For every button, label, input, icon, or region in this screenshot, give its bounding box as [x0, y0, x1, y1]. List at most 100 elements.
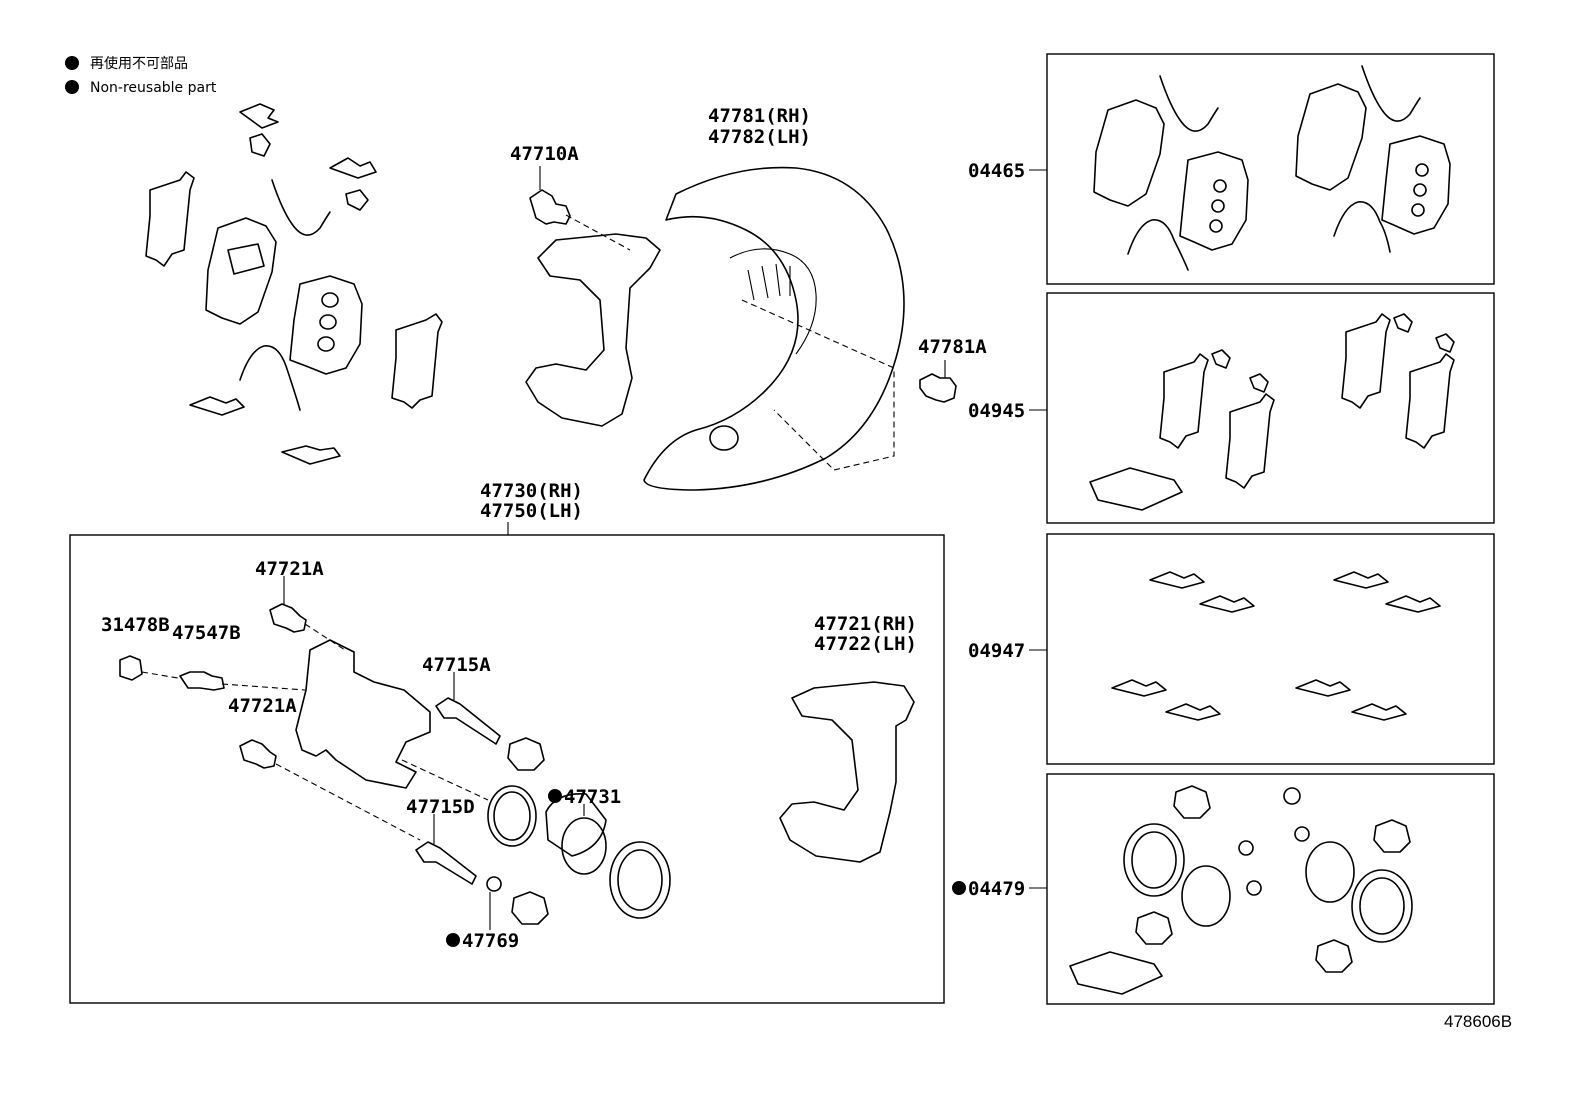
pad-hole: [317, 336, 335, 352]
kit-number-label: 04479: [968, 878, 1025, 900]
dust-shield-hole: [709, 425, 739, 451]
bleeder-plug: [179, 671, 225, 691]
non-reusable-marker-icon: [446, 933, 460, 947]
brake-pad: [289, 275, 363, 375]
part-number-label: 47715A: [422, 654, 491, 676]
anti-squeal-shim: [1405, 353, 1455, 449]
anti-squeal-shim: [1341, 313, 1391, 409]
pad-clip: [1385, 595, 1441, 613]
dust-shield: [643, 166, 905, 491]
kit-box: [1046, 292, 1495, 524]
piston-seal: [487, 785, 537, 847]
kit-04947: 04947: [968, 533, 1495, 765]
cylinder-boot: [609, 841, 671, 919]
part-number-label: 47721A: [228, 695, 297, 717]
pad-clip: [1111, 679, 1167, 697]
part-number-label: 47547B: [172, 622, 241, 644]
bushing: [1238, 840, 1254, 856]
anti-squeal-spring: [1159, 75, 1219, 132]
pad-clip: [1393, 313, 1413, 333]
diagram-reference-number: 478606B: [1444, 1012, 1512, 1031]
part-number-label: 47722(LH): [814, 633, 917, 655]
pad-clip: [345, 189, 369, 211]
slide-pin: [435, 697, 501, 745]
brake-pad-assembly-drawing: [145, 103, 443, 465]
slide-bushing-boot: [1373, 819, 1411, 853]
caliper-bracket: [525, 233, 661, 427]
part-number-label: 47750(LH): [480, 500, 583, 522]
legend-english: Non-reusable part: [90, 80, 217, 96]
non-reusable-marker-icon: [952, 881, 966, 895]
cylinder-boot: [1131, 831, 1177, 889]
legend: 再使用不可部品 Non-reusable part: [65, 55, 217, 96]
slide-bushing-boot: [511, 891, 549, 925]
anti-squeal-spring: [1127, 219, 1189, 271]
cylinder-boot: [617, 849, 663, 911]
non-reusable-marker-icon: [65, 80, 79, 94]
part-number-label: 47782(LH): [708, 126, 811, 148]
caliper-cylinder: [295, 639, 431, 789]
assembly-line: [565, 214, 631, 251]
slide-bushing-boot: [507, 737, 545, 771]
slide-bushing-boot: [1135, 911, 1173, 945]
brake-pad: [1179, 151, 1249, 251]
piston-seal: [1181, 865, 1231, 927]
brake-pad: [205, 217, 277, 325]
caliper-assembly-drawing: [119, 576, 915, 930]
slide-bushing-boot: [1315, 939, 1353, 973]
cylinder-boot: [1359, 877, 1405, 935]
anti-squeal-spring: [271, 179, 331, 236]
part-number-label: 31478B: [101, 614, 170, 636]
piston: [561, 817, 607, 875]
grease-packet: [1069, 951, 1163, 995]
part-number-label: 47731: [564, 786, 621, 808]
kit-box: [1046, 533, 1495, 765]
kit-number-label: 04465: [968, 160, 1025, 182]
pad-clip: [189, 396, 245, 416]
pad-clip: [329, 157, 377, 179]
pad-clip: [1165, 703, 1221, 721]
pad-clip: [1211, 349, 1231, 369]
pad-hole: [319, 314, 337, 330]
bushing: [1246, 880, 1262, 896]
pad-clip: [1149, 571, 1205, 589]
anti-squeal-spring: [1361, 65, 1421, 122]
bleeder-cap: [1283, 787, 1301, 805]
dust-shield-slots: [747, 263, 791, 301]
anti-squeal-shim: [145, 171, 195, 267]
piston-seal: [493, 791, 531, 841]
kit-box: [1046, 53, 1495, 285]
piston-seal: [1305, 841, 1355, 903]
pad-clip: [281, 445, 341, 465]
pad-hole: [321, 292, 339, 308]
part-number-label: 47730(RH): [480, 480, 583, 502]
part-number-label: 47721A: [255, 558, 324, 580]
anti-squeal-spring: [1333, 201, 1391, 253]
grease-packet: [1089, 467, 1183, 511]
anti-squeal-shim: [1225, 393, 1275, 489]
brake-pad: [1295, 83, 1367, 191]
caliper-bolt: [239, 739, 277, 769]
mounting-bolt: [529, 189, 571, 225]
anti-squeal-spring: [239, 345, 301, 411]
bushing: [1294, 826, 1310, 842]
slide-pin: [415, 841, 477, 885]
pad-clip: [1295, 679, 1351, 697]
pad-clip: [1333, 571, 1389, 589]
kit-number-label: 04947: [968, 640, 1025, 662]
kit-box: [1046, 773, 1495, 1005]
part-number-label: 47781A: [918, 336, 987, 358]
part-number-label: 47781(RH): [708, 105, 811, 127]
upper-leader-lines: [539, 166, 946, 378]
brake-pad: [1093, 99, 1165, 207]
dust-cover-bolt: [919, 373, 957, 403]
part-number-label: 47769: [462, 930, 519, 952]
caliper-assembly-box: [69, 534, 945, 1004]
kit-04465: 04465: [968, 53, 1495, 285]
cylinder-boot: [1123, 823, 1185, 897]
kit-04945: 04945: [968, 292, 1495, 524]
bushing: [486, 876, 502, 892]
anti-squeal-shim: [1159, 353, 1209, 449]
